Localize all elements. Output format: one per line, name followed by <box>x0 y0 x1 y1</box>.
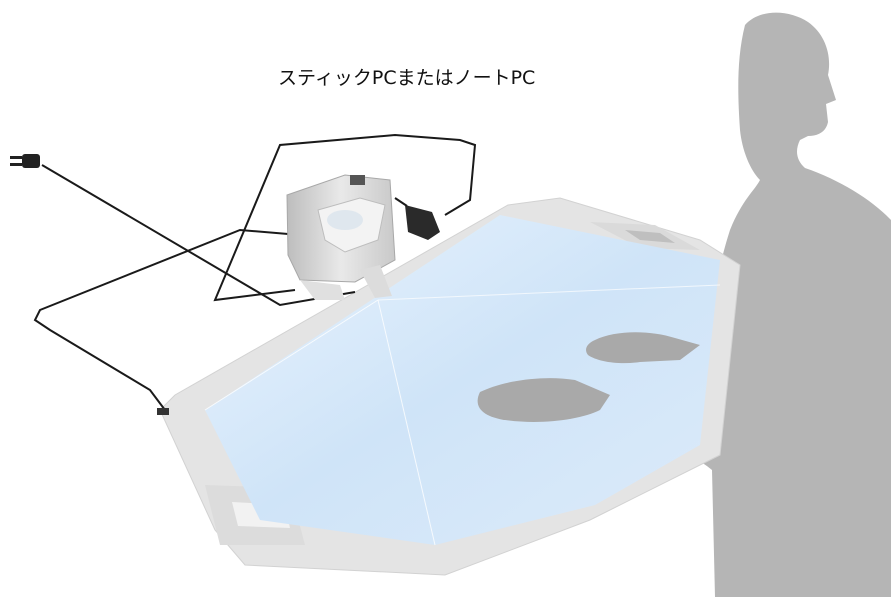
board-connector <box>157 408 169 415</box>
device-caption: スティックPCまたはノートPC <box>278 63 598 90</box>
projection-area <box>205 215 720 545</box>
interactive-board <box>160 198 740 575</box>
power-plug-icon <box>10 154 40 168</box>
projector-icon <box>287 175 395 300</box>
stick-pc-icon <box>395 198 440 240</box>
